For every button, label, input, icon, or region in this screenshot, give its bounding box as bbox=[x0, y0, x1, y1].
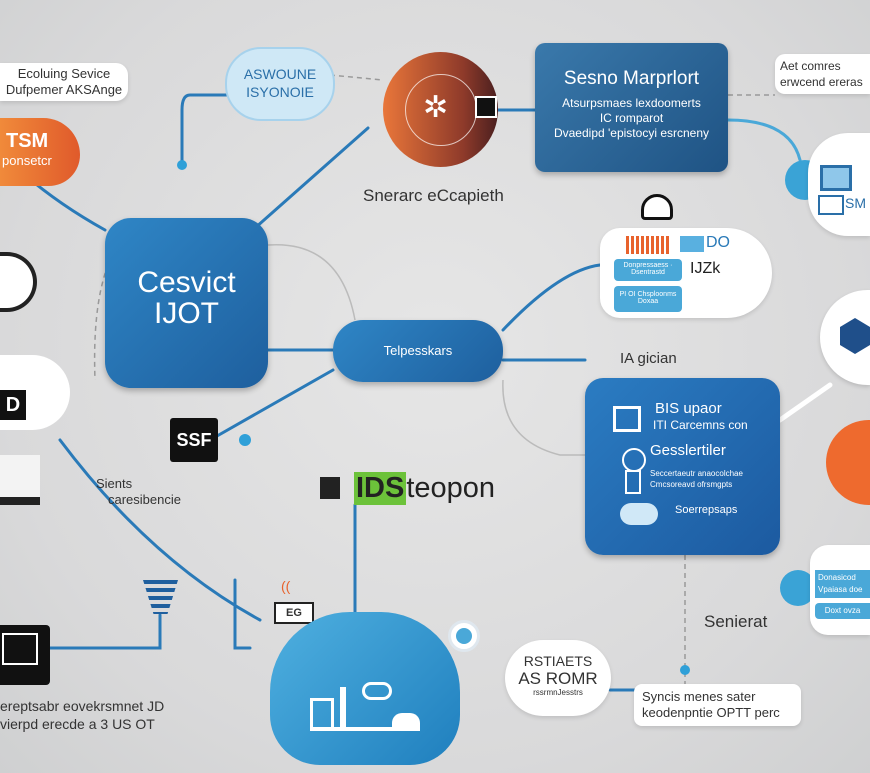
main-box-line2: IJOT bbox=[154, 297, 219, 330]
dashboard-badge2: IJZk bbox=[690, 260, 721, 277]
gear-caption: Snerarc eCcapieth bbox=[363, 186, 504, 205]
left-cloud-badge: D bbox=[0, 390, 26, 420]
bottom-left-text-line2: vierpd erecde a 3 US OT bbox=[0, 716, 155, 732]
big-box-row1-title: BIS upaor bbox=[655, 400, 722, 417]
ssf-box: SSF bbox=[170, 418, 218, 462]
main-box-line1: Cesvict bbox=[137, 266, 236, 299]
helmet-icon bbox=[641, 194, 673, 220]
ia-label: IA gician bbox=[620, 350, 677, 367]
top-left-label: Ecoluing Sevice Dufpemer AKSAnge bbox=[0, 63, 128, 101]
dashboard-badge1: DO bbox=[706, 234, 730, 251]
bottom-cloud-line1: RSTIAETS bbox=[523, 653, 593, 669]
top-cloud-line1: ASWOUNE bbox=[243, 66, 317, 82]
main-iot-box: Cesvict IJOT bbox=[105, 218, 268, 388]
big-blue-box: BIS upaor ITI Carcemns con Gesslertiler … bbox=[585, 378, 780, 555]
monitor-icon bbox=[475, 96, 497, 118]
bottom-left-text-line1: ereptsabr eovekrsmnet JD bbox=[0, 698, 165, 714]
connector bbox=[58, 438, 262, 622]
top-blue-box: Sesno Marprlort Atsurpsmaes lexdoomerts … bbox=[535, 43, 728, 172]
bottom-city-cloud bbox=[270, 612, 460, 765]
monitor-icon bbox=[0, 625, 50, 685]
connector bbox=[777, 382, 833, 423]
city-skyline-icon bbox=[310, 682, 420, 731]
top-right-label-line2: erwcend ereras bbox=[780, 75, 863, 89]
device-label: EG bbox=[274, 602, 314, 624]
bottom-cloud-line3: rssrmnJesstrs bbox=[533, 688, 583, 697]
right-bottom-card-line2: Vpaiasa doe bbox=[818, 585, 863, 594]
right-bottom-card-button[interactable]: Doxt ovza bbox=[815, 603, 870, 619]
printer-icon bbox=[0, 455, 40, 505]
big-box-row3-line1: Seccertaeutr anaocolchae bbox=[650, 469, 743, 478]
right-cloud-card: SM bbox=[808, 133, 870, 236]
orange-cloud-title: TSM bbox=[6, 130, 49, 152]
document-icon bbox=[625, 470, 641, 494]
globe-icon bbox=[448, 620, 480, 652]
top-left-label-line2: Dufpemer AKSAnge bbox=[5, 82, 123, 97]
top-right-label: Aet comres erwcend ereras bbox=[775, 54, 870, 94]
big-box-row1-sub: ITI Carcemns con bbox=[653, 418, 748, 432]
top-blue-box-line1: Atsurpsmaes lexdoomerts bbox=[562, 96, 701, 110]
top-right-label-line1: Aet comres bbox=[780, 59, 841, 73]
dashboard-card: DO IJZk Donpressaess · Dsentrastd PI OI … bbox=[600, 228, 772, 318]
virus-gear-icon: ✲ bbox=[423, 91, 449, 124]
top-cloud-line2: ISYONOIE bbox=[246, 84, 314, 100]
monitor-icon bbox=[680, 236, 704, 252]
screen-icon bbox=[820, 165, 852, 191]
globe-icon bbox=[622, 448, 646, 472]
top-blue-box-title: Sesno Marprlort bbox=[563, 68, 700, 89]
building-icon bbox=[320, 477, 340, 499]
connector bbox=[208, 368, 335, 442]
connector bbox=[253, 126, 370, 230]
top-blue-box-line3: Dvaedipd 'epistocyi esrcneny bbox=[553, 126, 710, 140]
cloud-question-icon bbox=[620, 503, 658, 525]
top-cloud: ASWOUNE ISYONOIE bbox=[225, 47, 335, 121]
sients-label-line2: caresibencie bbox=[108, 492, 181, 507]
wifi-icon: (( bbox=[281, 578, 291, 594]
sients-label: Sients caresibencie bbox=[96, 476, 181, 508]
orange-cloud-subtitle: ponsetcr bbox=[2, 153, 52, 168]
hexagon-icon bbox=[840, 318, 870, 354]
dashboard-button-2[interactable]: PI OI Chsploonms Doxaa bbox=[614, 286, 682, 312]
bottom-info-card: Syncis menes sater keodenpntie OPTT perc bbox=[634, 684, 801, 726]
logo-rest: teopon bbox=[406, 471, 496, 504]
connector bbox=[233, 578, 252, 650]
dashboard-button-1[interactable]: Donpressaess · Dsentrastd bbox=[614, 259, 682, 281]
sients-label-line1: Sients bbox=[96, 476, 133, 491]
hub-pill: Telpesskars bbox=[333, 320, 503, 382]
gear-circle: ✲ bbox=[383, 52, 498, 167]
connector bbox=[48, 613, 162, 650]
right-bottom-card: Donasicod Vpaiasa doe Doxt ovza bbox=[810, 545, 870, 635]
left-cloud: D bbox=[0, 355, 70, 430]
bottom-card-line2: keodenpntie OPTT perc bbox=[642, 705, 780, 720]
bar-chart-icon bbox=[626, 236, 671, 254]
bottom-cloud-line2: AS ROMR bbox=[518, 669, 598, 688]
connector bbox=[726, 118, 802, 162]
connector bbox=[180, 93, 237, 167]
bottom-card-line1: Syncis menes sater bbox=[642, 689, 756, 704]
top-left-label-line1: Ecoluing Sevice bbox=[17, 66, 111, 81]
logo-highlight: IDS bbox=[354, 471, 407, 505]
big-box-row3-line2: Cmcsoreavd ofrsmgpts bbox=[650, 480, 733, 489]
house-icon bbox=[613, 406, 641, 432]
orange-cloud: TSM ponsetcr bbox=[0, 118, 80, 186]
big-box-row4: Soerrepsaps bbox=[675, 504, 738, 516]
senierat-label: Senierat bbox=[704, 612, 768, 631]
logo: IDS teopon bbox=[320, 470, 495, 506]
bottom-left-text: ereptsabr eovekrsmnet JD vierpd erecde a… bbox=[0, 697, 164, 733]
connector bbox=[501, 263, 602, 332]
right-cloud-card-item: SM bbox=[845, 195, 866, 211]
big-box-row2-title: Gesslertiler bbox=[650, 442, 726, 459]
right-bottom-card-line1: Donasicod bbox=[818, 573, 856, 582]
top-blue-box-line2: IC romparot bbox=[599, 111, 664, 125]
bottom-white-cloud: RSTIAETS AS ROMR rssrmnJesstrs bbox=[505, 640, 611, 716]
